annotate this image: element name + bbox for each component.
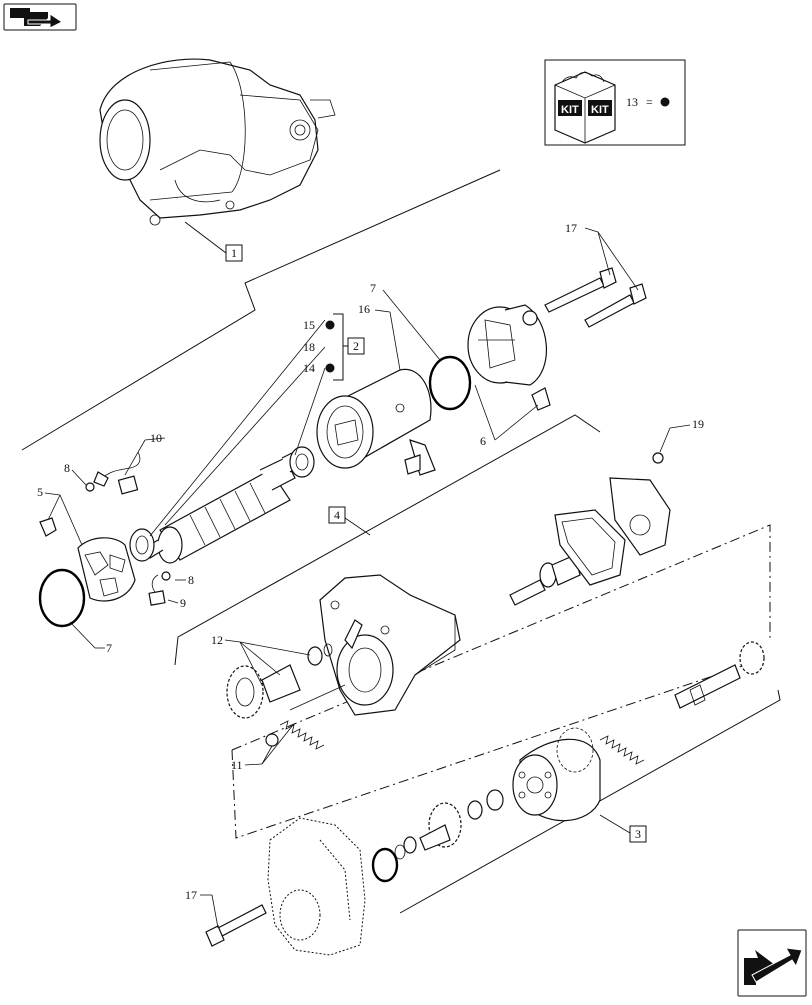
callout-17-top: 17 [565, 221, 577, 235]
callout-5: 5 [37, 485, 43, 499]
callout-box-1 [225, 244, 243, 262]
bolt-17-bottom [205, 904, 267, 947]
gear-12 [226, 643, 333, 719]
plunger [509, 554, 581, 606]
spring-11 [279, 720, 325, 750]
bolt-17-lower [584, 283, 647, 328]
callout-box-2 [347, 337, 365, 355]
kit-box-icon: KIT KIT [554, 71, 616, 144]
ball-11 [265, 733, 279, 747]
callout-16: 16 [358, 302, 370, 316]
kit-bullet-15 [325, 320, 335, 330]
callout-7-upper: 7 [370, 281, 376, 295]
kit-ref-number: 13 [626, 95, 638, 109]
armature [144, 449, 306, 564]
callout-8-lower: 8 [188, 573, 194, 587]
gasket-1 [554, 509, 626, 586]
kit-bullet-icon [660, 97, 670, 107]
ghost-housing [267, 817, 366, 956]
callout-box-4 [328, 506, 346, 524]
o-ring-small [371, 847, 399, 883]
yoke-16 [316, 368, 436, 476]
brush-10 [93, 451, 141, 495]
spring-drive [599, 735, 645, 765]
pinion-shaft [674, 641, 765, 709]
kit-bullet-14 [325, 363, 335, 373]
callout-9: 9 [180, 596, 186, 610]
bolt-17-upper [544, 267, 617, 313]
bearing-15 [129, 528, 155, 562]
callout-10: 10 [150, 431, 162, 445]
bearing-14 [289, 446, 315, 478]
callout-19: 19 [692, 417, 704, 431]
callout-7-lower: 7 [106, 641, 112, 655]
callout-3: 3 [635, 827, 641, 841]
gasket-2 [609, 477, 671, 556]
housing-4 [319, 574, 461, 716]
end-cover [467, 304, 551, 411]
pinion-gear [419, 802, 462, 851]
overrunning-clutch [512, 727, 601, 822]
kit-label-2: KIT [591, 104, 609, 116]
starter-motor-assembly [99, 58, 336, 226]
callout-8-upper: 8 [64, 461, 70, 475]
callout-11: 11 [231, 758, 243, 772]
prev-page-arrow-icon[interactable] [3, 3, 77, 31]
callout-2: 2 [353, 339, 359, 353]
brush-plate [77, 537, 136, 602]
kit-label-1: KIT [561, 104, 579, 116]
callout-12: 12 [211, 633, 223, 647]
callout-15: 15 [303, 318, 315, 332]
callout-1: 1 [231, 246, 237, 260]
callout-box-3 [629, 825, 647, 843]
kit-equals: = [646, 95, 653, 109]
callout-17-bottom: 17 [185, 888, 197, 902]
screw-19 [652, 452, 664, 464]
next-page-arrow-icon[interactable] [737, 929, 807, 997]
leader-lines [44, 227, 691, 929]
callout-18: 18 [303, 340, 315, 354]
o-ring-7-right [428, 355, 472, 411]
callout-6: 6 [480, 434, 486, 448]
o-ring-7-left [38, 568, 86, 628]
callout-4: 4 [334, 508, 340, 522]
callout-labels: 17 15 18 14 16 7 6 10 8 5 8 9 7 12 11 19… [37, 221, 704, 902]
kit-legend: KIT KIT 13 = [544, 59, 686, 146]
callout-14: 14 [303, 361, 315, 375]
